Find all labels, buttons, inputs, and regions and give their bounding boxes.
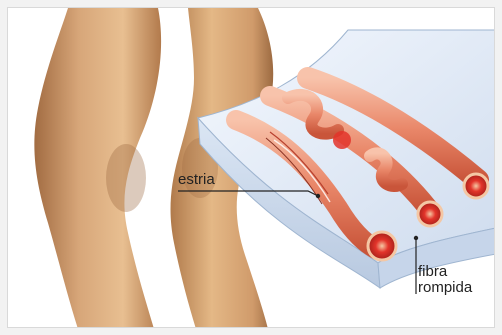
- label-estria: estria: [178, 172, 215, 188]
- left-knee-shadow: [106, 144, 146, 212]
- fiber-core-3: [464, 174, 488, 198]
- fiber-core-2: [418, 202, 442, 226]
- label-fibra-line2: rompida: [418, 279, 472, 296]
- label-fibra-line1: fibra: [418, 263, 447, 280]
- estria-pointer-dot: [316, 194, 320, 198]
- fiber-knot: [333, 131, 351, 149]
- label-fibra-rompida: fibra rompida: [418, 264, 488, 296]
- fibra-rompida-pointer-dot: [414, 236, 418, 240]
- fiber-core-1: [368, 232, 396, 260]
- figure-frame: estria fibra rompida: [7, 7, 495, 328]
